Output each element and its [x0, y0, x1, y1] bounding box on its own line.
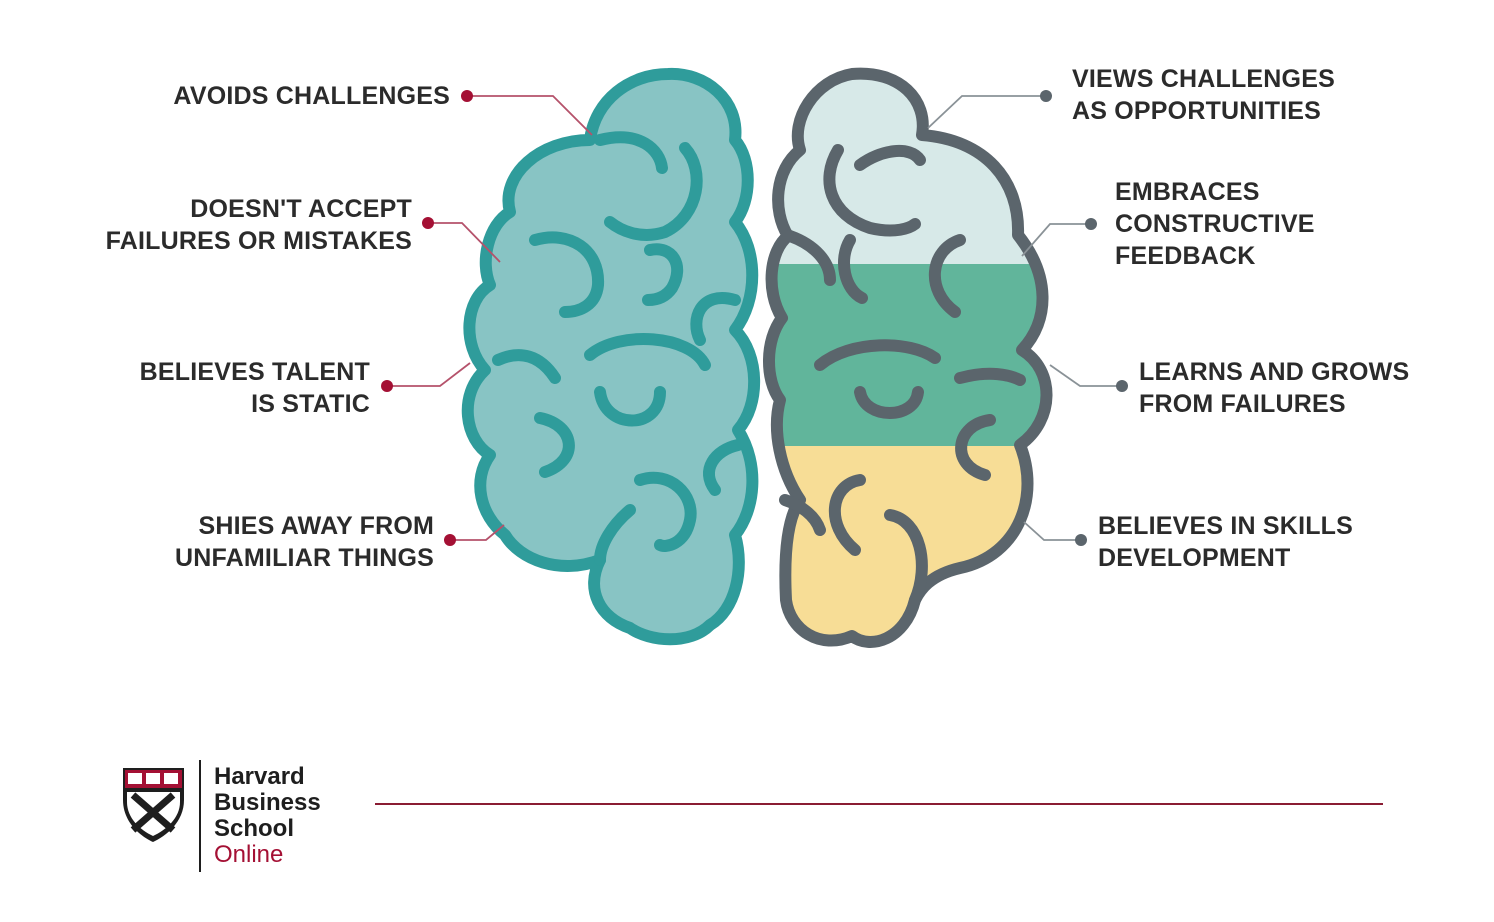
label-line: AVOIDS CHALLENGES: [173, 82, 450, 110]
label-doesnt-accept-failures: DOESN'T ACCEPT FAILURES OR MISTAKES: [106, 193, 412, 257]
logo-line-harvard: Harvard: [214, 763, 305, 790]
right-brain-hemisphere: [763, 67, 1053, 648]
left-brain-folds: [492, 131, 744, 566]
dot-avoids-challenges: [461, 90, 473, 102]
label-line: DOESN'T ACCEPT: [190, 195, 412, 223]
right-brain-outline: [763, 67, 1053, 648]
left-brain-hemisphere: [461, 67, 761, 646]
label-line: FAILURES OR MISTAKES: [105, 227, 412, 255]
dot-embraces-feedback: [1085, 218, 1097, 230]
label-line: IS STATIC: [251, 390, 370, 418]
dot-learns-grows: [1116, 380, 1128, 392]
connector-learns-grows: [1049, 364, 1122, 387]
label-line: UNFAMILIAR THINGS: [175, 544, 434, 572]
label-views-challenges: VIEWS CHALLENGES AS OPPORTUNITIES: [1072, 63, 1335, 127]
label-believes-skills: BELIEVES IN SKILLS DEVELOPMENT: [1098, 510, 1353, 574]
label-believes-talent-static: BELIEVES TALENT IS STATIC: [140, 356, 370, 420]
label-line: CONSTRUCTIVE: [1115, 210, 1315, 238]
label-embraces-feedback: EMBRACES CONSTRUCTIVE FEEDBACK: [1115, 176, 1315, 272]
label-avoids-challenges: AVOIDS CHALLENGES: [173, 80, 450, 112]
label-line: AS OPPORTUNITIES: [1072, 97, 1322, 125]
label-line: DEVELOPMENT: [1098, 544, 1291, 572]
label-learns-grows: LEARNS AND GROWS FROM FAILURES: [1139, 356, 1409, 420]
label-line: LEARNS AND GROWS: [1139, 358, 1410, 386]
label-line: BELIEVES IN SKILLS: [1098, 512, 1354, 540]
connector-shies-away: [450, 524, 505, 541]
harvard-shield-logo: [123, 768, 184, 842]
logo-line-business: Business: [214, 789, 321, 816]
connector-believes-skills: [1023, 521, 1081, 541]
label-line: SHIES AWAY FROM: [198, 512, 434, 540]
connector-avoids-challenges: [467, 95, 593, 136]
label-line: BELIEVES TALENT: [139, 358, 370, 386]
dot-doesnt-accept: [422, 217, 434, 229]
connector-doesnt-accept: [428, 222, 501, 263]
label-line: FEEDBACK: [1115, 242, 1256, 270]
label-line: FROM FAILURES: [1139, 390, 1346, 418]
logo-line-online: Online: [214, 841, 284, 868]
right-brain-folds: [779, 144, 1026, 606]
label-shies-away: SHIES AWAY FROM UNFAMILIAR THINGS: [175, 510, 434, 574]
right-connectors: [927, 95, 1122, 541]
logo-divider: [199, 760, 201, 872]
right-brain-fill-middle: [768, 264, 1047, 446]
right-dots: [1040, 90, 1128, 546]
footer-rule: [375, 803, 1383, 805]
label-line: VIEWS CHALLENGES: [1072, 65, 1335, 93]
connector-views-challenges: [927, 95, 1046, 129]
label-line: EMBRACES: [1115, 178, 1260, 206]
dot-shies-away: [444, 534, 456, 546]
connector-believes-talent: [387, 362, 471, 387]
dot-believes-talent: [381, 380, 393, 392]
dot-views-challenges: [1040, 90, 1052, 102]
logo-line-school: School: [214, 815, 295, 842]
logo-wordmark: Harvard Business School Online: [214, 764, 321, 868]
connector-embraces-feedback: [1021, 223, 1091, 257]
left-dots: [381, 90, 473, 546]
dot-believes-skills: [1075, 534, 1087, 546]
left-connectors: [387, 95, 593, 541]
